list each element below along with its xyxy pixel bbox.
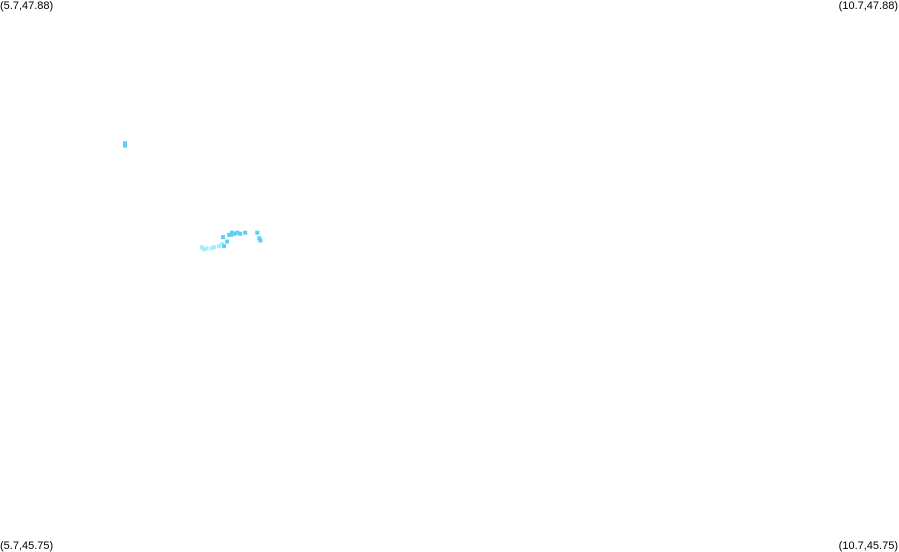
map-cell [199, 245, 204, 250]
map-cell [221, 235, 225, 240]
map-cell [232, 231, 237, 236]
map-cell [217, 244, 221, 249]
map-cell [201, 247, 206, 252]
map-cell [225, 239, 230, 244]
map-cell [222, 244, 226, 249]
corner-label-top-right: (10.7,47.88) [838, 0, 898, 12]
map-cell [220, 241, 225, 246]
map-cell [204, 246, 209, 251]
map-cell [235, 230, 240, 235]
map-cell [212, 245, 216, 250]
corner-label-bottom-right: (10.7,45.75) [838, 540, 898, 552]
corner-label-top-left: (5.7,47.88) [0, 0, 54, 12]
map-cell [123, 141, 127, 146]
corner-label-bottom-left: (5.7,45.75) [0, 540, 54, 552]
map-cell [255, 230, 260, 235]
map-cell [123, 143, 127, 148]
map-cell [243, 230, 248, 235]
map-cell [258, 238, 263, 243]
map-cell [238, 231, 243, 236]
map-cell [257, 236, 262, 241]
map-cell [229, 232, 233, 237]
